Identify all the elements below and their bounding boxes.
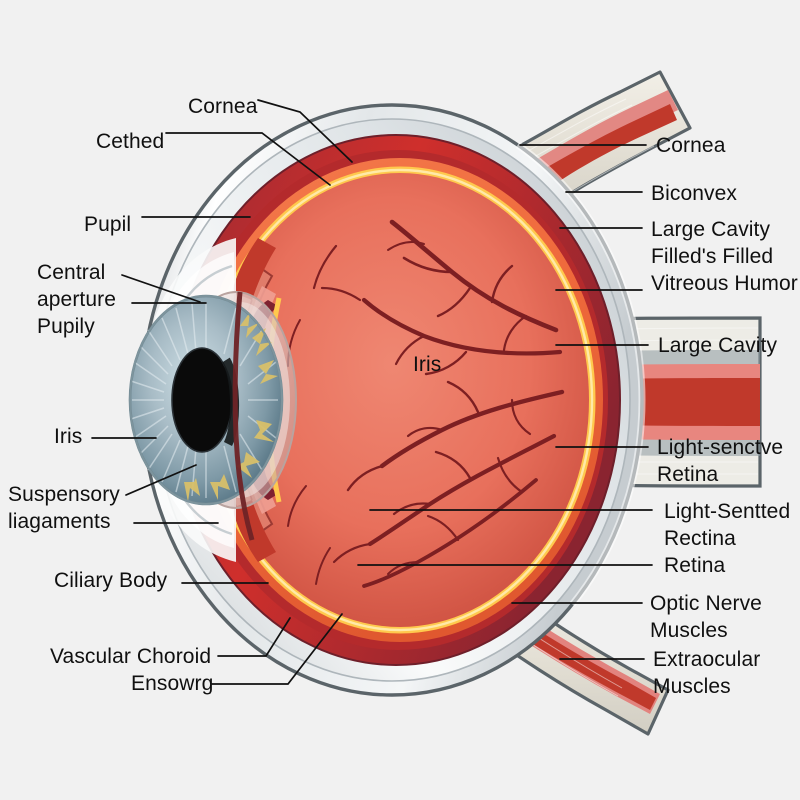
iris-striations [130, 302, 278, 498]
label-extraocular: Extraocular Muscles [653, 648, 761, 698]
label-large-cavity: Large Cavity [658, 334, 778, 357]
label-pupil: Pupil [84, 213, 132, 236]
label-vascular-choroid: Vascular Choroid [50, 645, 212, 668]
iris-vessel [232, 291, 255, 541]
label-cornea-right: Cornea [656, 134, 726, 157]
leader-cornea-left [257, 99, 353, 163]
leader-cethed [165, 132, 331, 186]
label-cornea-left: Cornea [188, 95, 258, 118]
label-large-cavity-filled: Large Cavity Filled's Filled Vitreous Hu… [651, 218, 798, 295]
iris [128, 294, 284, 506]
iris-flecks [184, 312, 278, 502]
retinal-blood-vessels [287, 219, 565, 588]
label-iris-center: Iris [413, 353, 442, 376]
leader-central-aperture-a [121, 274, 201, 303]
label-light-sentted: Light-Sentted Rectina [664, 500, 791, 550]
leader-suspensory-a [125, 464, 197, 496]
leader-ensowrg [211, 613, 343, 685]
label-light-senctve: Light-senctve Retina [657, 436, 784, 486]
leader-lines [91, 99, 653, 685]
label-central-aperture: Central aperture Pupily [37, 261, 117, 338]
vitreous-humor [211, 173, 589, 627]
label-iris-left: Iris [54, 425, 83, 448]
label-cethed: Cethed [96, 130, 165, 153]
label-ciliary-body: Ciliary Body [54, 569, 168, 592]
leader-vascular-choroid [217, 617, 291, 657]
label-optic-nerve: Optic Nerve Muscles [650, 592, 762, 642]
label-biconvex: Biconvex [651, 182, 738, 205]
label-retina: Retina [664, 554, 726, 577]
pupil [172, 348, 232, 452]
label-ensowrg: Ensowrg [131, 672, 214, 695]
label-suspensory: Suspensory liagaments [8, 483, 120, 533]
